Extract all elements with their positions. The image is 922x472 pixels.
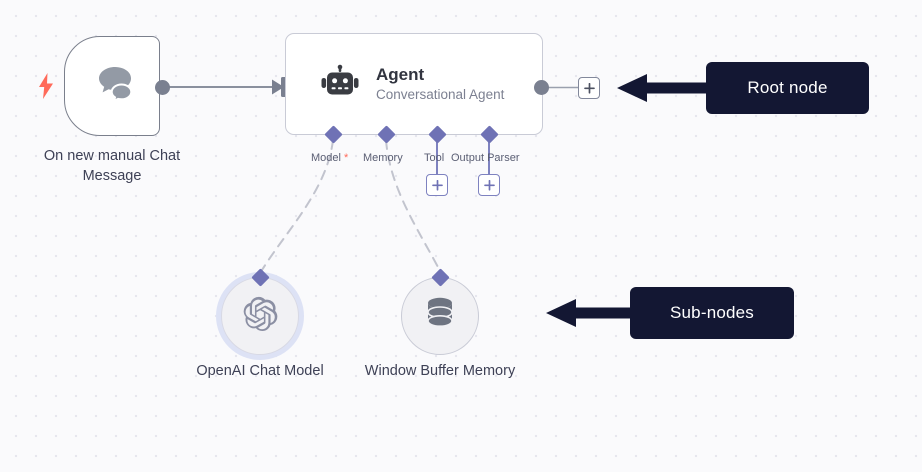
node-openai-chat-model[interactable] — [221, 277, 299, 355]
node-agent[interactable]: Agent Conversational Agent — [285, 33, 543, 135]
chat-bubbles-icon — [88, 64, 136, 109]
openai-logo-icon — [241, 295, 279, 338]
agent-title: Agent — [376, 64, 425, 84]
node-label-trigger: On new manual Chat Message — [43, 148, 181, 184]
callout-sub-nodes: Sub-nodes — [630, 287, 794, 339]
agent-output-port[interactable] — [534, 80, 549, 95]
required-asterisk: * — [344, 152, 349, 164]
callout-root-node: Root node — [706, 62, 869, 114]
trigger-output-port[interactable] — [155, 80, 170, 95]
node-on-new-manual-chat-message[interactable] — [64, 36, 160, 136]
endpoint-label-tool: Tool — [424, 152, 445, 164]
endpoint-label-output-parser: Output Parser — [451, 152, 520, 164]
add-node-button-main[interactable] — [578, 77, 600, 99]
node-window-buffer-memory[interactable] — [401, 277, 479, 355]
add-node-button-output-parser[interactable] — [478, 174, 500, 196]
callout-arrow-sub-nodes — [546, 296, 641, 335]
agent-subtitle: Conversational Agent — [376, 86, 505, 102]
node-label-openai-chat-model: OpenAI Chat Model — [196, 363, 324, 379]
add-node-button-tool[interactable] — [426, 174, 448, 196]
endpoint-label-memory: Memory — [363, 152, 403, 164]
robot-icon — [320, 64, 360, 104]
lightning-bolt-icon — [38, 73, 54, 99]
callout-arrow-root-node — [617, 71, 717, 110]
node-label-window-buffer-memory: Window Buffer Memory — [364, 363, 516, 379]
endpoint-label-model: Model * — [311, 152, 349, 164]
database-icon — [423, 295, 457, 338]
